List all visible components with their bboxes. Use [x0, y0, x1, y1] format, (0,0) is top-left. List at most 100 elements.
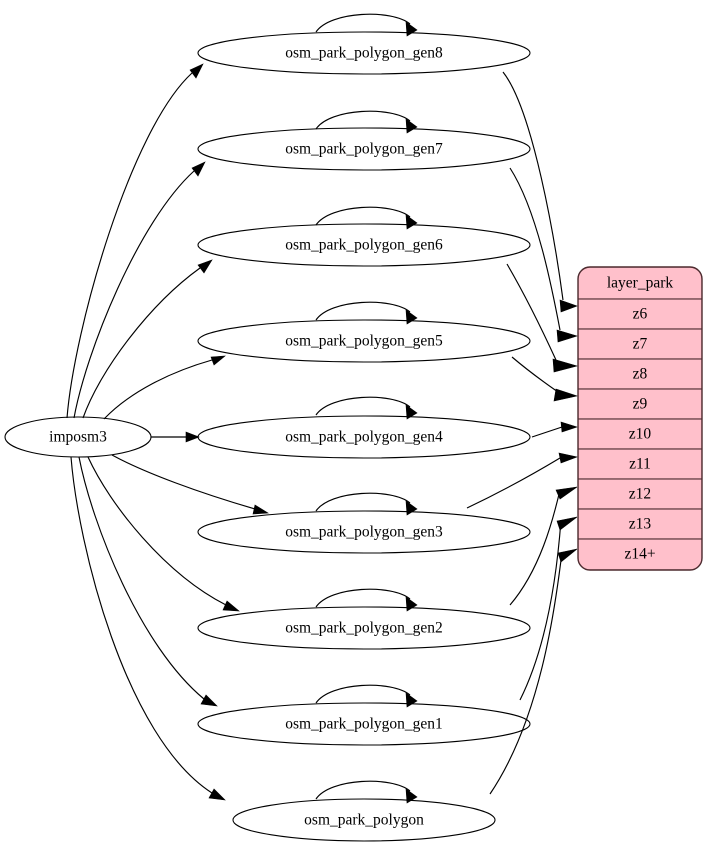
- table-row-label-z14: z14+: [624, 546, 655, 563]
- arrowhead-imposm3-base: [208, 788, 226, 801]
- arrowhead-gen5-z9: [553, 388, 579, 402]
- table-row-label-z6: z6: [633, 306, 648, 323]
- table-row-z13[interactable]: [578, 508, 702, 540]
- node-gen1-shape[interactable]: [197, 702, 531, 746]
- node-gen1[interactable]: osm_park_polygon_gen1: [197, 702, 531, 746]
- node-base[interactable]: osm_park_polygon: [232, 798, 496, 842]
- node-gen1-label: osm_park_polygon_gen1: [285, 716, 443, 733]
- edge-self-gen2: [315, 588, 411, 608]
- edge-imposm3-base: [70, 456, 213, 794]
- node-imposm3[interactable]: imposm3: [4, 416, 152, 458]
- arrowhead-self-gen5: [405, 309, 418, 325]
- node-gen4[interactable]: osm_park_polygon_gen4: [197, 415, 531, 459]
- edge-imposm3-gen1: [78, 456, 205, 700]
- arrowhead-self-gen2: [405, 596, 418, 612]
- node-gen5-shape[interactable]: [197, 319, 531, 363]
- table-header-label: layer_park: [607, 275, 674, 292]
- arrowhead-base-z14: [557, 548, 578, 563]
- edge-imposm3-gen2: [87, 456, 227, 606]
- node-imposm3-shape[interactable]: [4, 416, 152, 458]
- node-gen6-shape[interactable]: [197, 223, 531, 267]
- node-base-label: osm_park_polygon: [304, 812, 424, 829]
- edge-self-gen7: [315, 110, 411, 130]
- table-row-label-z10: z10: [629, 426, 652, 443]
- table-row-z14[interactable]: [578, 538, 702, 570]
- edges-self-loops: [315, 13, 418, 804]
- arrowhead-imposm3-gen2: [222, 600, 240, 612]
- node-gen8[interactable]: osm_park_polygon_gen8: [197, 31, 531, 75]
- arrowhead-self-gen3: [405, 500, 418, 516]
- node-gen5[interactable]: osm_park_polygon_gen5: [197, 319, 531, 363]
- arrowhead-gen6-z8: [552, 358, 579, 373]
- arrowhead-gen8-z6: [559, 299, 578, 313]
- node-gen7-shape[interactable]: [197, 127, 531, 171]
- edge-imposm3-gen8: [66, 72, 193, 419]
- table-row-label-z13: z13: [629, 516, 652, 533]
- edge-self-gen8: [315, 13, 411, 33]
- edge-self-gen5: [315, 301, 411, 321]
- arrowhead-self-gen4: [405, 404, 418, 420]
- arrowhead-gen3-z11: [558, 452, 579, 464]
- edge-imposm3-gen5: [103, 359, 213, 420]
- table-row-label-z12: z12: [629, 486, 651, 503]
- table-row-label-z8: z8: [633, 366, 648, 383]
- arrowhead-gen2-z12: [555, 486, 578, 500]
- arrowhead-imposm3-gen6: [197, 259, 213, 274]
- node-gen3[interactable]: osm_park_polygon_gen3: [197, 510, 531, 554]
- node-gen7-label: osm_park_polygon_gen7: [285, 141, 443, 158]
- node-gen2-shape[interactable]: [197, 606, 531, 650]
- node-gen4-label: osm_park_polygon_gen4: [285, 429, 443, 446]
- edge-base-z14: [489, 551, 563, 795]
- table-row-z12[interactable]: [578, 478, 702, 510]
- node-gen4-shape[interactable]: [197, 415, 531, 459]
- arrowhead-self-gen1: [405, 692, 418, 708]
- node-gen5-label: osm_park_polygon_gen5: [285, 333, 443, 350]
- arrowhead-imposm3-gen7: [191, 161, 206, 177]
- arrowhead-imposm3-gen1: [200, 694, 218, 707]
- arrowhead-gen4-z10: [560, 421, 578, 433]
- edge-self-gen6: [315, 206, 411, 226]
- node-gen2-label: osm_park_polygon_gen2: [285, 620, 443, 637]
- node-gen3-shape[interactable]: [197, 510, 531, 554]
- arrowhead-imposm3-gen5: [210, 355, 226, 366]
- arrowhead-imposm3-gen4: [185, 431, 200, 443]
- table-row-label-z7: z7: [633, 336, 648, 353]
- node-gen6[interactable]: osm_park_polygon_gen6: [197, 223, 531, 267]
- layer-park-table[interactable]: layer_park z6 z7 z8 z9 z10 z11 z12 z13 z…: [577, 266, 703, 571]
- edge-gen2-z12: [509, 489, 561, 606]
- node-gen8-label: osm_park_polygon_gen8: [285, 45, 443, 62]
- node-gen8-shape[interactable]: [197, 31, 531, 75]
- edge-imposm3-gen7: [73, 170, 195, 419]
- arrowhead-imposm3-gen3: [252, 504, 269, 515]
- edge-self-base: [315, 780, 411, 800]
- edge-imposm3-gen6: [82, 267, 201, 419]
- arrowhead-imposm3-gen8: [189, 63, 204, 79]
- edges-source-to-nodes: [66, 63, 269, 801]
- node-gen3-label: osm_park_polygon_gen3: [285, 524, 443, 541]
- table-row-label-z11: z11: [629, 456, 651, 473]
- edge-gen5-z9: [511, 356, 559, 393]
- edge-gen1-z13: [519, 519, 562, 701]
- table-outline: [577, 266, 703, 571]
- table-row-z10[interactable]: [578, 418, 702, 450]
- edge-gen7-z7: [509, 167, 561, 331]
- arrowhead-gen7-z7: [556, 329, 579, 343]
- arrowhead-self-gen7: [405, 118, 418, 134]
- node-gen7[interactable]: osm_park_polygon_gen7: [197, 127, 531, 171]
- edge-gen6-z8: [506, 263, 557, 361]
- table-row-z6[interactable]: [578, 298, 702, 330]
- node-base-shape[interactable]: [232, 798, 496, 842]
- edges-nodes-to-layers: [466, 71, 579, 795]
- node-imposm3-label: imposm3: [49, 429, 107, 446]
- edge-self-gen1: [315, 684, 411, 704]
- arrowhead-self-gen8: [405, 21, 418, 37]
- edge-self-gen3: [315, 492, 411, 512]
- arrowhead-gen1-z13: [556, 516, 578, 531]
- node-gen6-label: osm_park_polygon_gen6: [285, 237, 443, 254]
- edge-self-gen4: [315, 396, 411, 416]
- node-gen2[interactable]: osm_park_polygon_gen2: [197, 606, 531, 650]
- edge-imposm3-gen3: [111, 454, 256, 510]
- edge-gen4-z10: [531, 426, 563, 438]
- table-row-label-z9: z9: [633, 396, 648, 413]
